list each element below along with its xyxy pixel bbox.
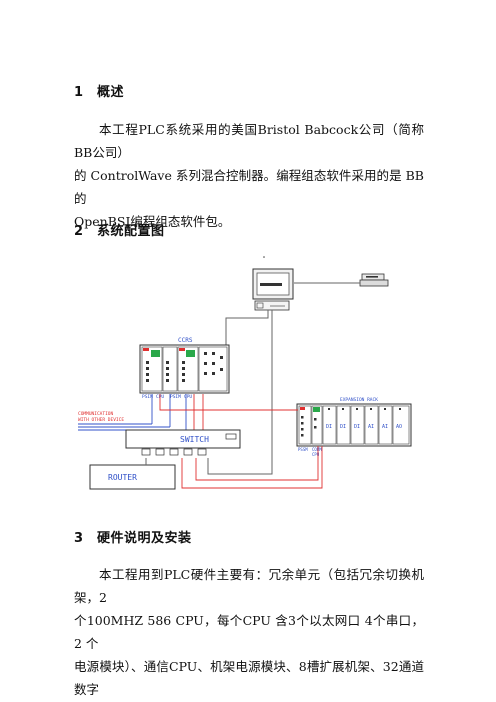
text-line: OpenBSI编程组态软件包。: [74, 214, 231, 229]
text-line: 本工程用到PLC硬件主要有：冗余单元（包括冗余切换机架，2: [74, 567, 424, 605]
section-title: 概述: [97, 85, 125, 100]
expansion-bottom-label: CPU: [312, 452, 320, 457]
io-module-label: DI: [326, 424, 332, 430]
text-line: 个100MHZ 586 CPU，每个CPU 含3个以太网口 4个串口，2 个: [74, 613, 424, 651]
section-title: 系统配置图: [97, 224, 165, 239]
ccrs-slot-label: CPU: [184, 394, 192, 400]
io-module-label: DI: [354, 424, 360, 430]
ccrs-label: CCRS: [178, 337, 193, 344]
overview-paragraph: 本工程PLC系统采用的美国Bristol Babcock公司（简称BB公司） 的…: [74, 118, 424, 233]
switch-label: SWITCH: [180, 435, 209, 444]
ccrs-slot-label: PSIM: [142, 394, 153, 400]
section-2-heading: 2 系统配置图: [74, 224, 165, 239]
communication-label-line2: WITH OTHER DEVICE: [78, 417, 124, 423]
communication-label-line1: COMMUNICATION: [78, 411, 114, 417]
router-label: ROUTER: [108, 473, 137, 482]
text-line: 本工程PLC系统采用的美国Bristol Babcock公司（简称BB公司）: [74, 122, 424, 160]
io-module-label: AI: [382, 424, 388, 430]
section-title: 硬件说明及安装: [97, 531, 192, 546]
text-line: 的 ControlWave 系列混合控制器。编程组态软件采用的是 BB 的: [74, 168, 424, 206]
router-box: [89, 458, 176, 490]
io-module-label: AO: [396, 424, 402, 430]
hardware-paragraph: 本工程用到PLC硬件主要有：冗余单元（包括冗余切换机架，2 个100MHZ 58…: [74, 563, 424, 701]
printer-icon: [359, 273, 389, 287]
expansion-bottom-label: COMM: [312, 447, 322, 452]
network-switch: [125, 429, 241, 456]
expansion-rack-label: EXPANSION RACK: [340, 397, 378, 403]
text-line: 电源模块）、通信CPU、机架电源模块、8槽扩展机架、32通道数字: [74, 659, 424, 697]
stray-dot: [263, 256, 265, 258]
section-1-heading: 1 概述: [74, 85, 125, 100]
io-module-label: DI: [340, 424, 346, 430]
expansion-bottom-label: PSSM: [298, 447, 308, 452]
ccrs-rack: [139, 344, 230, 394]
workstation-icon: [252, 268, 294, 311]
io-module-label: AI: [368, 424, 374, 430]
section-3-heading: 3 硬件说明及安装: [74, 531, 192, 546]
network-cables-gray: [207, 282, 360, 475]
ccrs-slot-label: PSIM: [170, 394, 181, 400]
expansion-rack: [296, 403, 412, 447]
